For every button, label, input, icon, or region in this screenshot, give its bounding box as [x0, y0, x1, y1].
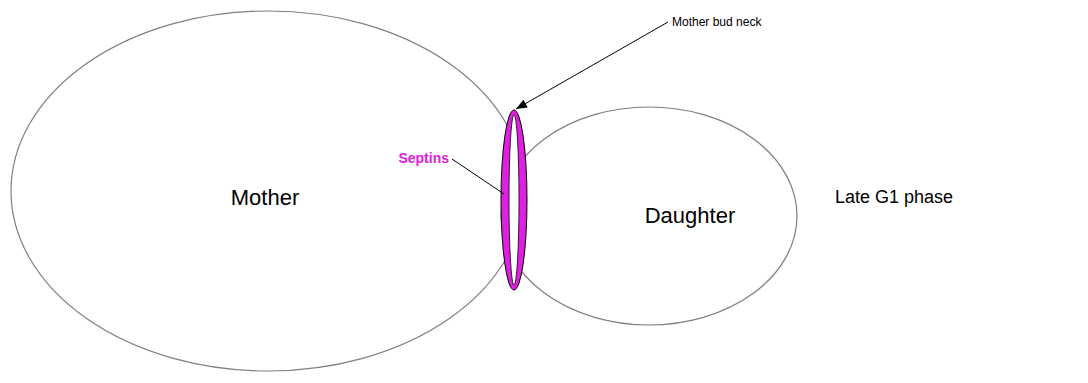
- arrowhead: [516, 100, 528, 109]
- callout-label: Mother bud neck: [672, 15, 761, 29]
- phase-label: Late G1 phase: [835, 187, 953, 208]
- septin-label: Septins: [398, 150, 449, 166]
- leader-line: [452, 159, 504, 194]
- daughter-cell: Daughter: [500, 106, 798, 326]
- cell-membrane: [11, 11, 525, 371]
- septin-ring: [501, 110, 527, 290]
- septin-ring-hole: [509, 115, 519, 285]
- mother-cell: Mother: [10, 10, 526, 372]
- leader-line: [516, 22, 668, 109]
- cell-name: Mother: [231, 185, 299, 211]
- cell-name: Daughter: [645, 203, 736, 229]
- leader-lines: [452, 22, 668, 194]
- cell-membrane: [501, 107, 797, 325]
